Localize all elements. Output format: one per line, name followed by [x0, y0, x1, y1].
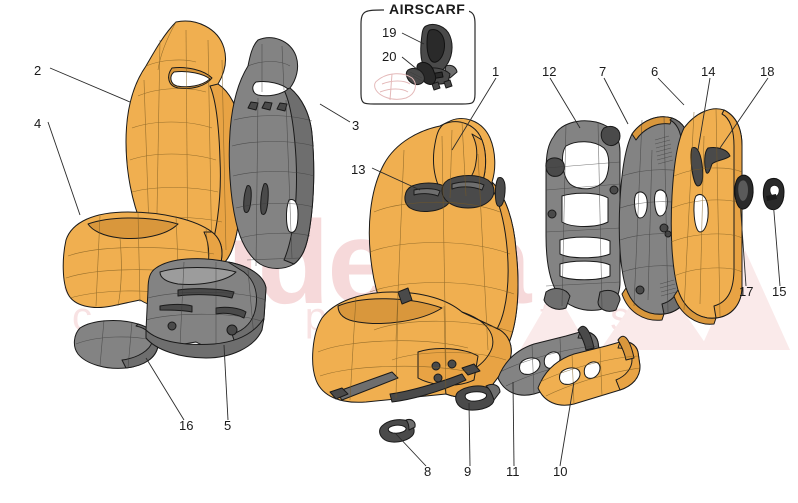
callout-label-20: 20 [382, 49, 397, 64]
airscarf-inset [360, 9, 476, 105]
airscarf-title: AIRSCARF [385, 1, 470, 17]
callout-label-1: 1 [492, 64, 500, 79]
callout-label-6: 6 [651, 64, 659, 79]
part-17-side-cover-cap [734, 174, 754, 210]
callout-label-14: 14 [701, 64, 716, 79]
part-1-complete-seat [312, 118, 519, 403]
callout-label-11: 11 [506, 464, 520, 479]
callout-label-15: 15 [772, 284, 787, 299]
callout-label-7: 7 [599, 64, 607, 79]
callout-label-8: 8 [424, 464, 432, 479]
callout-label-17: 17 [739, 284, 754, 299]
callout-label-12: 12 [542, 64, 557, 79]
part-15-side-cover-cap [762, 178, 785, 211]
part-8-rail-end-cap [379, 419, 416, 443]
part-9-rail-bracket [455, 383, 501, 411]
callout-label-4: 4 [34, 116, 42, 131]
callout-label-5: 5 [224, 418, 232, 433]
callout-label-16: 16 [179, 418, 194, 433]
callout-label-9: 9 [464, 464, 472, 479]
callout-label-13: 13 [351, 162, 366, 177]
part-20-airscarf-duct [405, 61, 437, 85]
leader-lines [47, 32, 781, 467]
callout-label-19: 19 [382, 25, 397, 40]
part-5-cushion-base-frame [145, 258, 267, 359]
part-3-backrest-frame [228, 37, 315, 269]
callout-label-3: 3 [352, 118, 360, 133]
callout-label-2: 2 [34, 63, 42, 78]
part-10-side-shield-outer [537, 335, 641, 406]
part-6-rear-trim-panel [670, 107, 743, 325]
callout-label-18: 18 [760, 64, 775, 79]
callout-label-10: 10 [553, 464, 568, 479]
part-12-structural-frame [543, 120, 621, 312]
